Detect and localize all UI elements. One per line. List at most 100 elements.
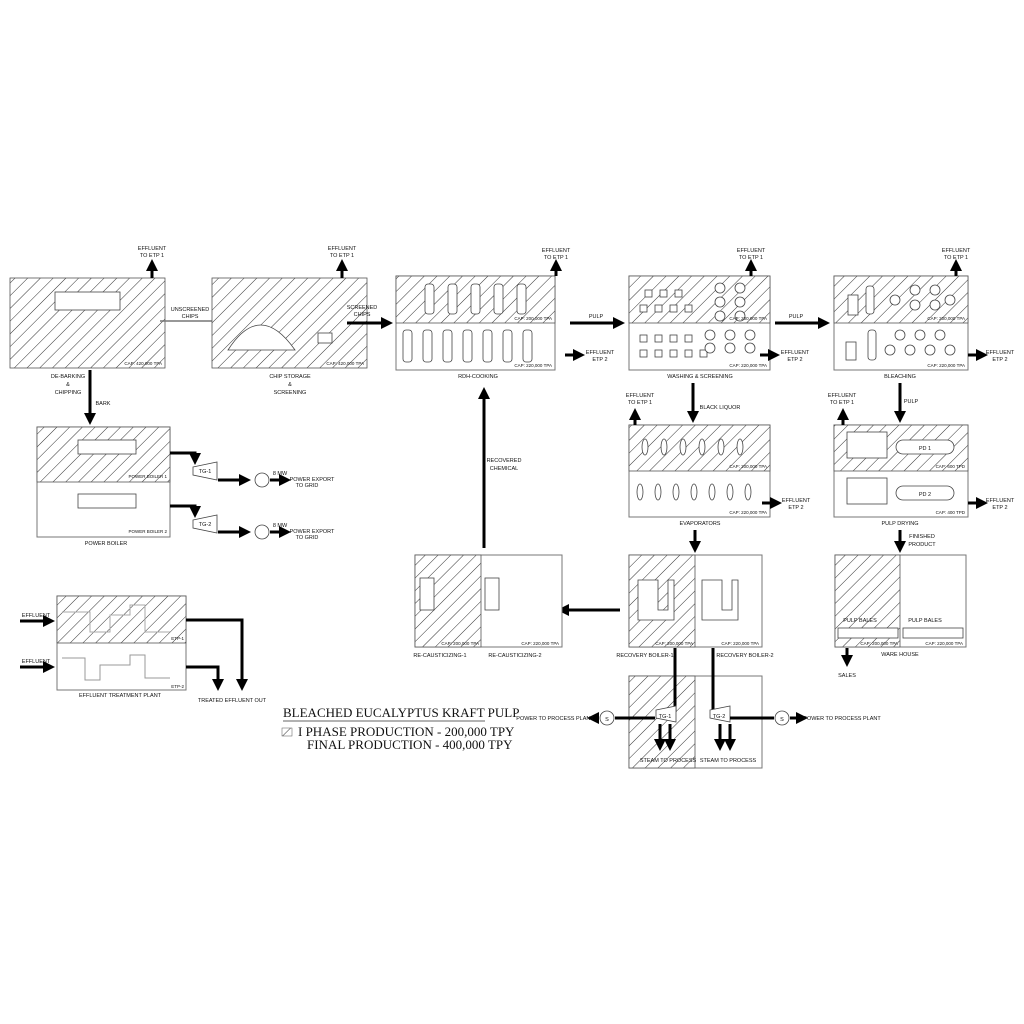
- power-boiler-unit: POWER BOILER 1 POWER BOILER 2 POWER BOIL…: [36, 426, 335, 547]
- capacity-label: CAP: 200,000 TPA: [927, 316, 965, 321]
- washer-drum-icon: [704, 342, 716, 354]
- screen-icon: [644, 289, 653, 298]
- digester-icon: [522, 329, 533, 363]
- pulp-dryer-2-icon: [895, 485, 955, 501]
- unit-label: RE-CAUSTICIZING-2: [488, 653, 541, 659]
- tower-icon: [865, 285, 875, 315]
- unit-label: SCREENING: [274, 390, 307, 396]
- unit-label: CHIPPING: [55, 390, 82, 396]
- recovery-boiler-unit: CAP: 200,000 TPA CAP: 220,000 TPA RECOVE…: [616, 554, 774, 659]
- diagram-title: BLEACHED EUCALYPTUS KRAFT PULP: [283, 705, 519, 720]
- bark-label: BARK: [96, 401, 111, 407]
- screen-icon: [669, 304, 678, 313]
- evaporators-unit: CAP: 200,000 TPA CAP: 220,000 TPA EVAPOR…: [626, 393, 811, 527]
- washer-drum-icon: [944, 294, 956, 306]
- export-label: TO GRID: [296, 535, 319, 541]
- drum-debarker-icon: [54, 291, 121, 311]
- effluent-label: TO ETP 1: [739, 255, 763, 261]
- unit-label: POWER BOILER: [85, 541, 128, 547]
- evaporator-icon: [698, 438, 706, 456]
- effluent-label: TO ETP 1: [628, 400, 652, 406]
- pulp-drying-unit: PD 1 PD 2 CAP: 600 TPD CAP: 400 TPD PULP…: [828, 393, 1015, 527]
- effluent-label: TO ETP 1: [830, 400, 854, 406]
- generator-symbol: S: [780, 717, 784, 723]
- digester-icon: [502, 329, 513, 363]
- effluent-label: EFFLUENT: [626, 393, 655, 399]
- evaporator-icon: [736, 438, 744, 456]
- screen-icon: [669, 349, 678, 358]
- unit-label: EVAPORATORS: [680, 521, 721, 527]
- effluent-label: EFFLUENT: [138, 246, 167, 252]
- effluent-label: ETP 2: [992, 357, 1007, 363]
- digester-icon: [493, 283, 504, 315]
- effluent-label: ETP 2: [592, 357, 607, 363]
- tower-icon: [867, 329, 877, 361]
- washer-drum-icon: [724, 342, 736, 354]
- unit-label: RE-CAUSTICIZING-1: [413, 653, 466, 659]
- pd2-label: PD 2: [919, 492, 931, 498]
- capacity-label: CAP: 200,000 TPA: [860, 641, 898, 646]
- washer-drum-icon: [894, 329, 906, 341]
- steam-label: STEAM TO PROCESS: [640, 758, 697, 764]
- flow-label: PULP: [789, 314, 804, 320]
- washer-drum-icon: [884, 344, 896, 356]
- screen-icon: [654, 349, 663, 358]
- export-label: POWER EXPORT: [290, 477, 335, 483]
- etp2-label: ETP-2: [171, 684, 184, 689]
- debarking-unit: CAP: 420,000 TPA DE-BARKING & CHIPPING E…: [9, 246, 167, 425]
- causticizer-icon: [484, 577, 500, 611]
- evaporator-icon: [641, 438, 649, 456]
- capacity-label: CAP: 420,000 TPA: [326, 361, 364, 366]
- effluent-label: EFFLUENT: [22, 613, 51, 619]
- unit-label: WASHING & SCREENING: [667, 374, 733, 380]
- flow-label: CHIPS: [182, 314, 199, 320]
- tower-icon: [847, 294, 859, 316]
- capacity-label: CAP: 220,000 TPA: [521, 641, 559, 646]
- etp1-process-icon: [62, 604, 170, 633]
- recovery-boiler-1-icon: [637, 579, 675, 621]
- screen-icon: [317, 332, 333, 344]
- tower-icon: [845, 341, 857, 361]
- bales-label: PULP BALES: [843, 618, 877, 624]
- washer-drum-icon: [929, 284, 941, 296]
- flow-label: CHIPS: [354, 312, 371, 318]
- tg2-label: TG-2: [199, 522, 212, 528]
- effluent-label: TO ETP 1: [944, 255, 968, 261]
- screen-icon: [669, 334, 678, 343]
- flow-label: PULP: [589, 314, 604, 320]
- capacity-label: CAP: 400 TPD: [936, 510, 966, 515]
- digester-icon: [442, 329, 453, 363]
- screen-icon: [684, 349, 693, 358]
- evaporator-icon: [708, 483, 716, 501]
- capacity-label: CAP: 200,000 TPA: [514, 316, 552, 321]
- digester-icons: [402, 283, 533, 363]
- flow-label: RECOVERED: [487, 458, 522, 464]
- washer-drum-icon: [934, 329, 946, 341]
- capacity-label: CAP: 200,000 TPA: [729, 464, 767, 469]
- unit-label: RECOVERY BOILER-2: [716, 653, 773, 659]
- screen-icon: [654, 334, 663, 343]
- capacity-label: CAP: 220,000 TPA: [729, 363, 767, 368]
- washer-drum-icon: [909, 284, 921, 296]
- washer-drum-icon: [924, 344, 936, 356]
- generator-icon: [254, 524, 270, 540]
- pulp-dryer-1-icon: [895, 439, 955, 455]
- washer-drum-icon: [714, 296, 726, 308]
- unit-label: EFFLUENT TREATMENT PLANT: [79, 693, 162, 699]
- tg2-icon: [192, 514, 218, 534]
- digester-icon: [482, 329, 493, 363]
- chip-storage-unit: CAP: 420,000 TPA CHIP STORAGE & SCREENIN…: [211, 246, 368, 396]
- washer-drum-icon: [914, 329, 926, 341]
- turbine-unit: TG-1 TG-2 STEAM TO PROCESS STEAM TO PROC…: [516, 648, 881, 769]
- effluent-label: EFFLUENT: [586, 350, 615, 356]
- steam-label: STEAM TO PROCESS: [700, 758, 757, 764]
- capacity-label: CAP: 600 TPD: [936, 464, 966, 469]
- generator-icon: [599, 710, 615, 726]
- generator-symbol: S: [605, 717, 609, 723]
- flow-label: CHEMICAL: [490, 466, 518, 472]
- unit-label: &: [66, 382, 70, 388]
- capacity-label: CAP: 200,000 TPA: [655, 641, 693, 646]
- effluent-label: EFFLUENT: [828, 393, 857, 399]
- unit-label: &: [288, 382, 292, 388]
